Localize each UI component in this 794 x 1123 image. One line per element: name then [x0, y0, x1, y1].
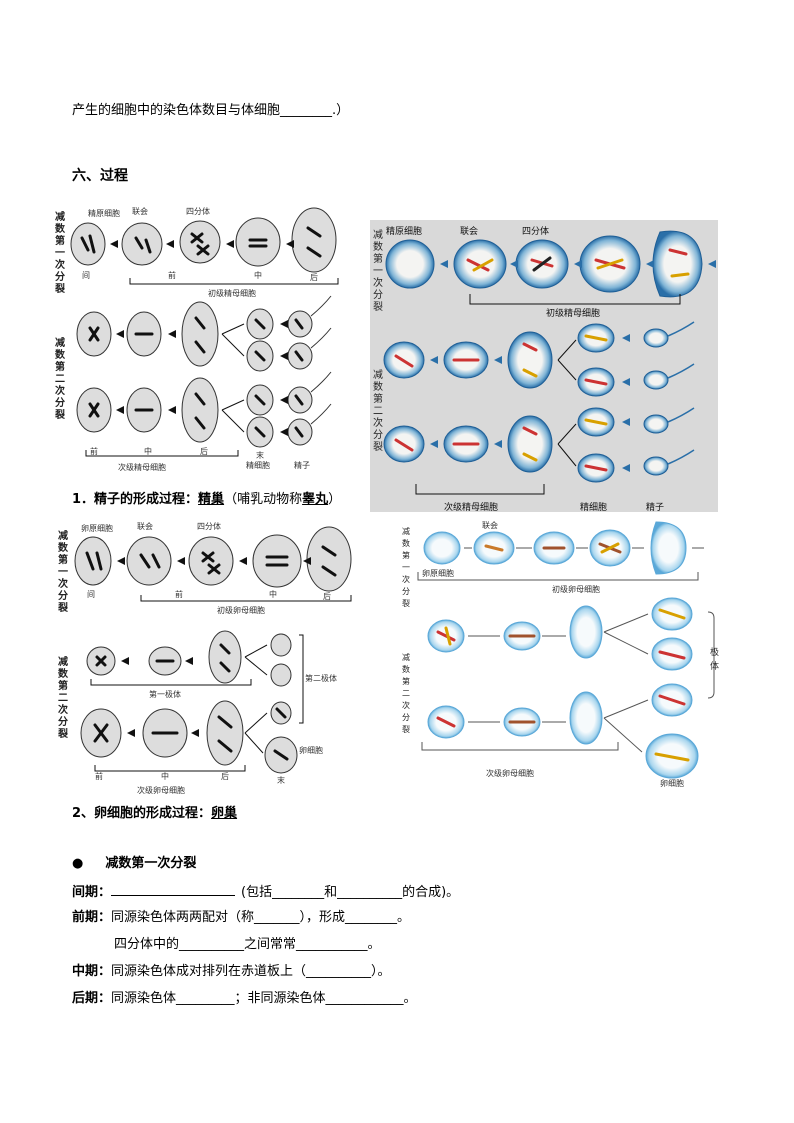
- sperm-line-diagram: 减数第一次分裂 减数第二次分裂 精原细胞 联会 四分体: [50, 200, 360, 485]
- egg-phase-prophase-2: 前: [95, 772, 103, 781]
- anaphase-text: 同源染色体_________；非同源染色体____________。: [111, 991, 417, 1006]
- egg-phase-metaphase-2: 中: [161, 772, 169, 781]
- interphase-blank[interactable]: [111, 883, 236, 896]
- bullet-title: 减数第一次分裂: [105, 856, 197, 871]
- line-anaphase: 后期：同源染色体_________；非同源染色体____________。: [72, 991, 417, 1007]
- sperm-phase-telophase-2: 末: [256, 451, 264, 460]
- egg-phase-interphase: 间: [87, 590, 95, 599]
- egg-photo-figure: [417, 521, 715, 779]
- bullet-heading: ● 减数第一次分裂: [72, 856, 196, 872]
- sperm-photo-spermatid: 精细胞: [580, 503, 608, 513]
- egg-photo-egg: 卵细胞: [660, 779, 684, 788]
- egg-photo-polar: 极体: [710, 648, 720, 672]
- egg-egg-label: 卵细胞: [299, 746, 323, 755]
- caption-egg-formation: 2、卵细胞的形成过程：卵巢: [72, 806, 237, 822]
- top-text-line: 产生的细胞中的染色体数目与体细胞________.）: [72, 103, 350, 118]
- caption1-prefix: 1．精子的形成过程：: [72, 492, 199, 507]
- metaphase-text: 同源染色体成对排列在赤道板上（__________）。: [111, 964, 391, 979]
- interphase-text: (包括________和__________的合成)。: [241, 885, 460, 900]
- sperm-photo-sperm: 精子: [646, 503, 665, 513]
- sperm-phase-metaphase: 中: [254, 271, 262, 280]
- metaphase-label: 中期：: [72, 964, 112, 979]
- egg-first-polar: 第一极体: [149, 690, 181, 699]
- sperm-secondary-label: 次级精母细胞: [118, 463, 166, 472]
- caption2-prefix: 2、卵细胞的形成过程：: [72, 806, 212, 821]
- sperm-phase-anaphase: 后: [310, 273, 318, 282]
- sperm-photo-side-1: 减数第一次分裂: [373, 230, 383, 313]
- egg-line-figure: [74, 526, 352, 774]
- line-interphase: 间期： (包括________和__________的合成)。: [72, 883, 459, 901]
- prophase-text: 同源染色体两两配对（称_______），形成________。: [111, 910, 411, 925]
- egg-second-polar: 第二极体: [305, 674, 337, 683]
- caption1-note-post: ）: [328, 492, 342, 507]
- caption1-place: 精巢: [198, 492, 225, 507]
- egg-label-tetrad: 四分体: [197, 522, 221, 531]
- egg-photo-side-1: 减数第一次分裂: [402, 527, 410, 608]
- caption1-note-pre: （哺乳动物称: [224, 492, 303, 507]
- section-title: 六、过程: [72, 168, 128, 184]
- sperm-phase-anaphase-2: 后: [200, 447, 208, 456]
- line-metaphase: 中期：同源染色体成对排列在赤道板上（__________）。: [72, 964, 391, 980]
- prophase-label: 前期：: [72, 910, 112, 925]
- sperm-line-figure: [70, 207, 339, 457]
- sperm-side-label-2: 减数第二次分裂: [55, 338, 65, 421]
- egg-secondary-label: 次级卵母细胞: [137, 786, 185, 795]
- caption1-note-em: 睾丸: [302, 492, 329, 507]
- egg-photo-oogonium: 卵原细胞: [422, 569, 454, 578]
- sperm-photo-side-2: 减数第二次分裂: [373, 370, 383, 453]
- line-prophase-2: 四分体中的__________之间常常___________。: [114, 937, 381, 952]
- sperm-phase-prophase: 前: [168, 271, 176, 280]
- egg-photo-diagram: 减数第一次分裂 减数第二次分裂 联会 卵原细胞: [398, 516, 720, 790]
- sperm-label-tetrad: 四分体: [186, 207, 210, 216]
- sperm-photo-label-1: 精原细胞: [386, 227, 423, 237]
- egg-photo-secondary: 次级卵母细胞: [486, 769, 534, 778]
- sperm-photo-diagram: 减数第一次分裂 减数第二次分裂 精原细胞 联会 四分体: [370, 220, 718, 513]
- egg-phase-metaphase: 中: [269, 590, 277, 599]
- interphase-label: 间期：: [72, 885, 112, 900]
- sperm-phase-metaphase-2: 中: [144, 447, 152, 456]
- line-prophase: 前期：同源染色体两两配对（称_______），形成________。: [72, 910, 410, 926]
- egg-side-label-1: 减数第一次分裂: [58, 531, 68, 614]
- sperm-photo-secondary: 次级精母细胞: [444, 503, 499, 513]
- caption-sperm-formation: 1．精子的形成过程：精巢（哺乳动物称睾丸）: [72, 492, 341, 508]
- egg-photo-side-2: 减数第二次分裂: [402, 653, 410, 734]
- sperm-photo-label-3: 四分体: [522, 227, 550, 237]
- sperm-spermatid-label: 精细胞: [246, 461, 270, 470]
- egg-side-label-2: 减数第二次分裂: [58, 657, 68, 740]
- sperm-label-spermatogonium: 精原细胞: [88, 209, 120, 218]
- sperm-primary-label: 初级精母细胞: [208, 289, 256, 298]
- egg-label-synapsis: 联会: [137, 522, 153, 531]
- egg-photo-synapsis: 联会: [482, 521, 498, 530]
- egg-phase-anaphase-2: 后: [221, 772, 229, 781]
- sperm-photo-figure: [383, 230, 716, 495]
- sperm-sperm-label: 精子: [294, 461, 310, 470]
- egg-photo-primary: 初级卵母细胞: [552, 585, 600, 594]
- egg-line-diagram: 减数第一次分裂 减数第二次分裂 卵原细胞 联会 四分体: [55, 515, 355, 800]
- sperm-phase-interphase: 间: [82, 271, 90, 280]
- anaphase-label: 后期：: [72, 991, 112, 1006]
- egg-phase-prophase: 前: [175, 590, 183, 599]
- egg-label-oogonium: 卵原细胞: [81, 524, 113, 533]
- sperm-phase-prophase-2: 前: [90, 447, 98, 456]
- egg-phase-anaphase: 后: [323, 592, 331, 601]
- sperm-side-label-1: 减数第一次分裂: [55, 212, 65, 295]
- sperm-label-synapsis: 联会: [132, 207, 148, 216]
- bullet-dot-icon: ●: [72, 856, 84, 871]
- caption2-place: 卵巢: [211, 806, 238, 821]
- sperm-photo-label-2: 联会: [460, 227, 479, 237]
- egg-phase-telophase-2: 末: [277, 776, 285, 785]
- egg-primary-label: 初级卵母细胞: [217, 606, 265, 615]
- sperm-photo-primary: 初级精母细胞: [546, 309, 601, 319]
